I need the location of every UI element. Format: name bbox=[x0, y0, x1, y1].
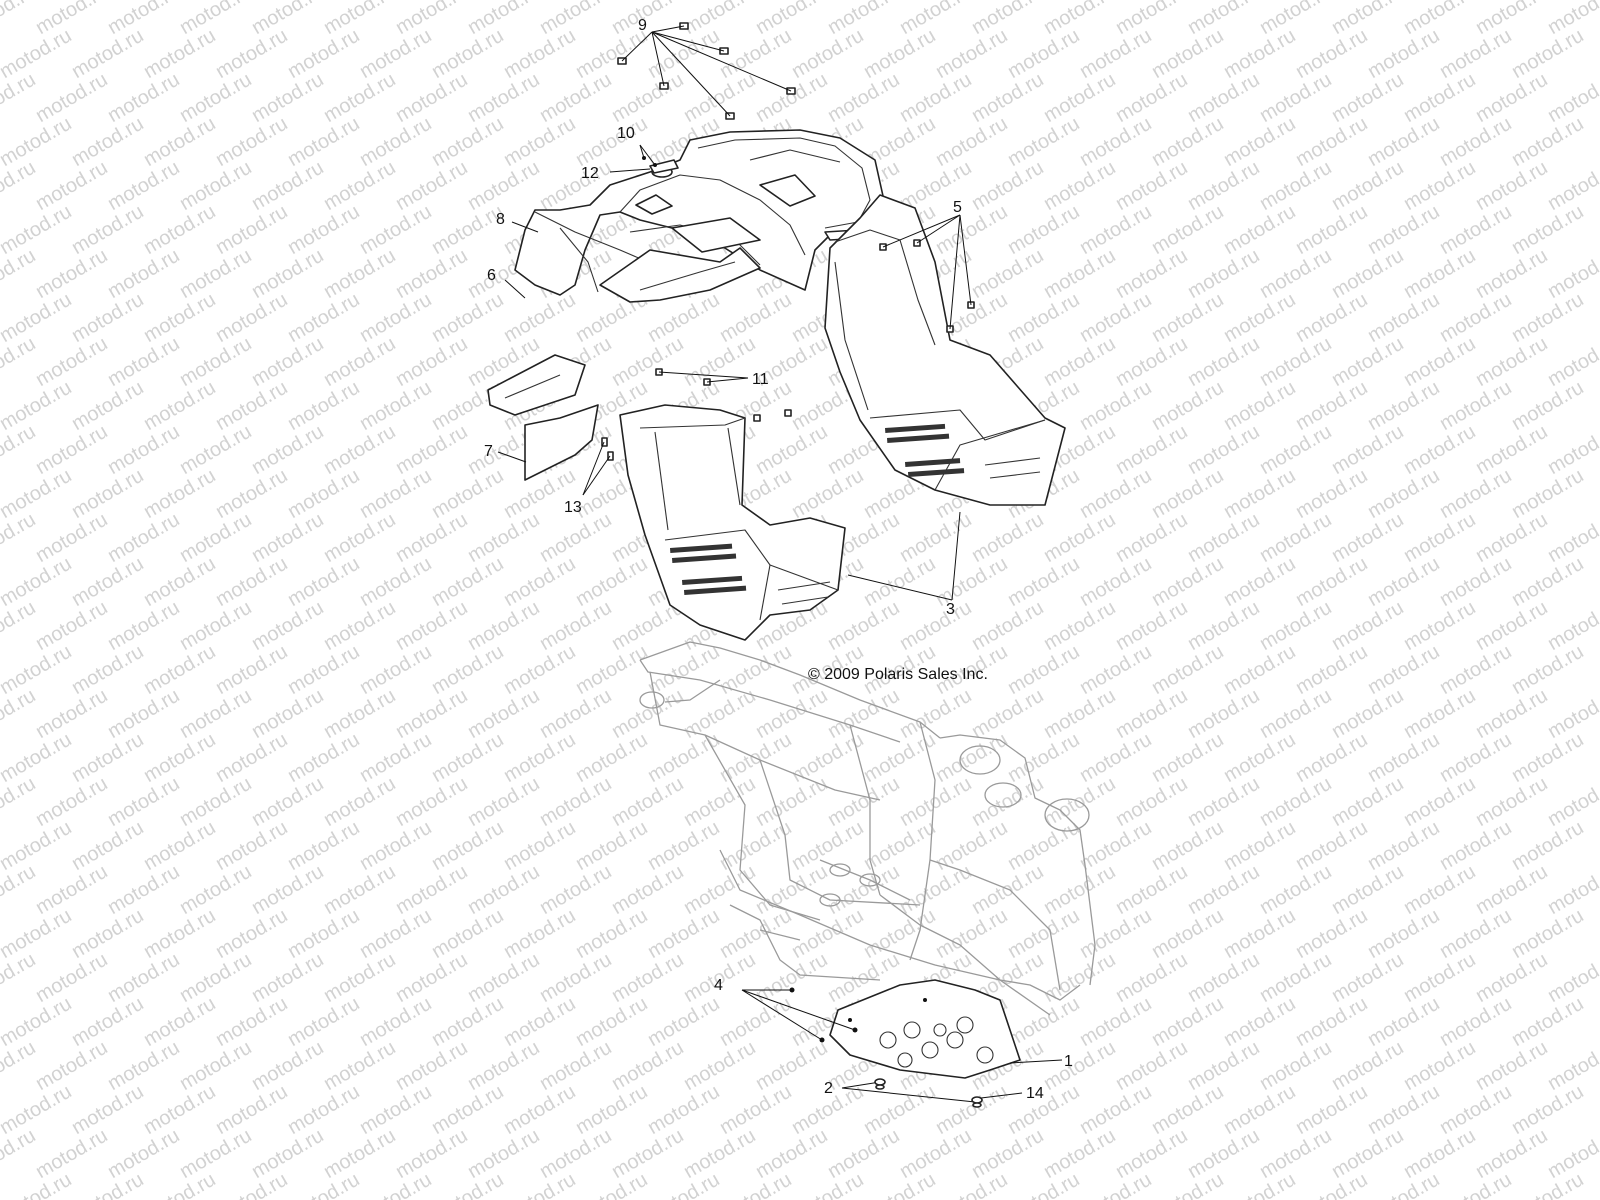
leader-lines bbox=[497, 25, 1063, 1103]
callout-1: 1 bbox=[1064, 1053, 1073, 1070]
callout-10: 10 bbox=[617, 125, 635, 142]
skid-plate-part-1 bbox=[829, 979, 1021, 1079]
callout-3: 3 bbox=[946, 601, 955, 618]
callout-12: 12 bbox=[581, 165, 599, 182]
callout-6: 6 bbox=[487, 267, 496, 284]
callout-14: 14 bbox=[1026, 1085, 1044, 1102]
callout-2: 2 bbox=[824, 1080, 833, 1097]
chassis-frame bbox=[639, 641, 1096, 1016]
callout-11: 11 bbox=[752, 371, 769, 388]
callout-8: 8 bbox=[496, 211, 505, 228]
left-footwell-part-3 bbox=[619, 404, 846, 641]
callout-9: 9 bbox=[638, 17, 647, 34]
skid-plate-hardware bbox=[874, 1078, 983, 1108]
right-footwell-part-3 bbox=[824, 194, 1066, 506]
right-footrest-grip bbox=[885, 423, 965, 477]
panel-part-6 bbox=[487, 354, 586, 416]
copyright-notice: © 2009 Polaris Sales Inc. bbox=[808, 666, 988, 683]
left-footrest-grip bbox=[670, 543, 747, 595]
callout-5: 5 bbox=[953, 199, 962, 216]
callout-13: 13 bbox=[564, 499, 582, 516]
panel-part-7 bbox=[524, 404, 599, 481]
callout-7: 7 bbox=[484, 443, 493, 460]
callout-4: 4 bbox=[714, 977, 723, 994]
